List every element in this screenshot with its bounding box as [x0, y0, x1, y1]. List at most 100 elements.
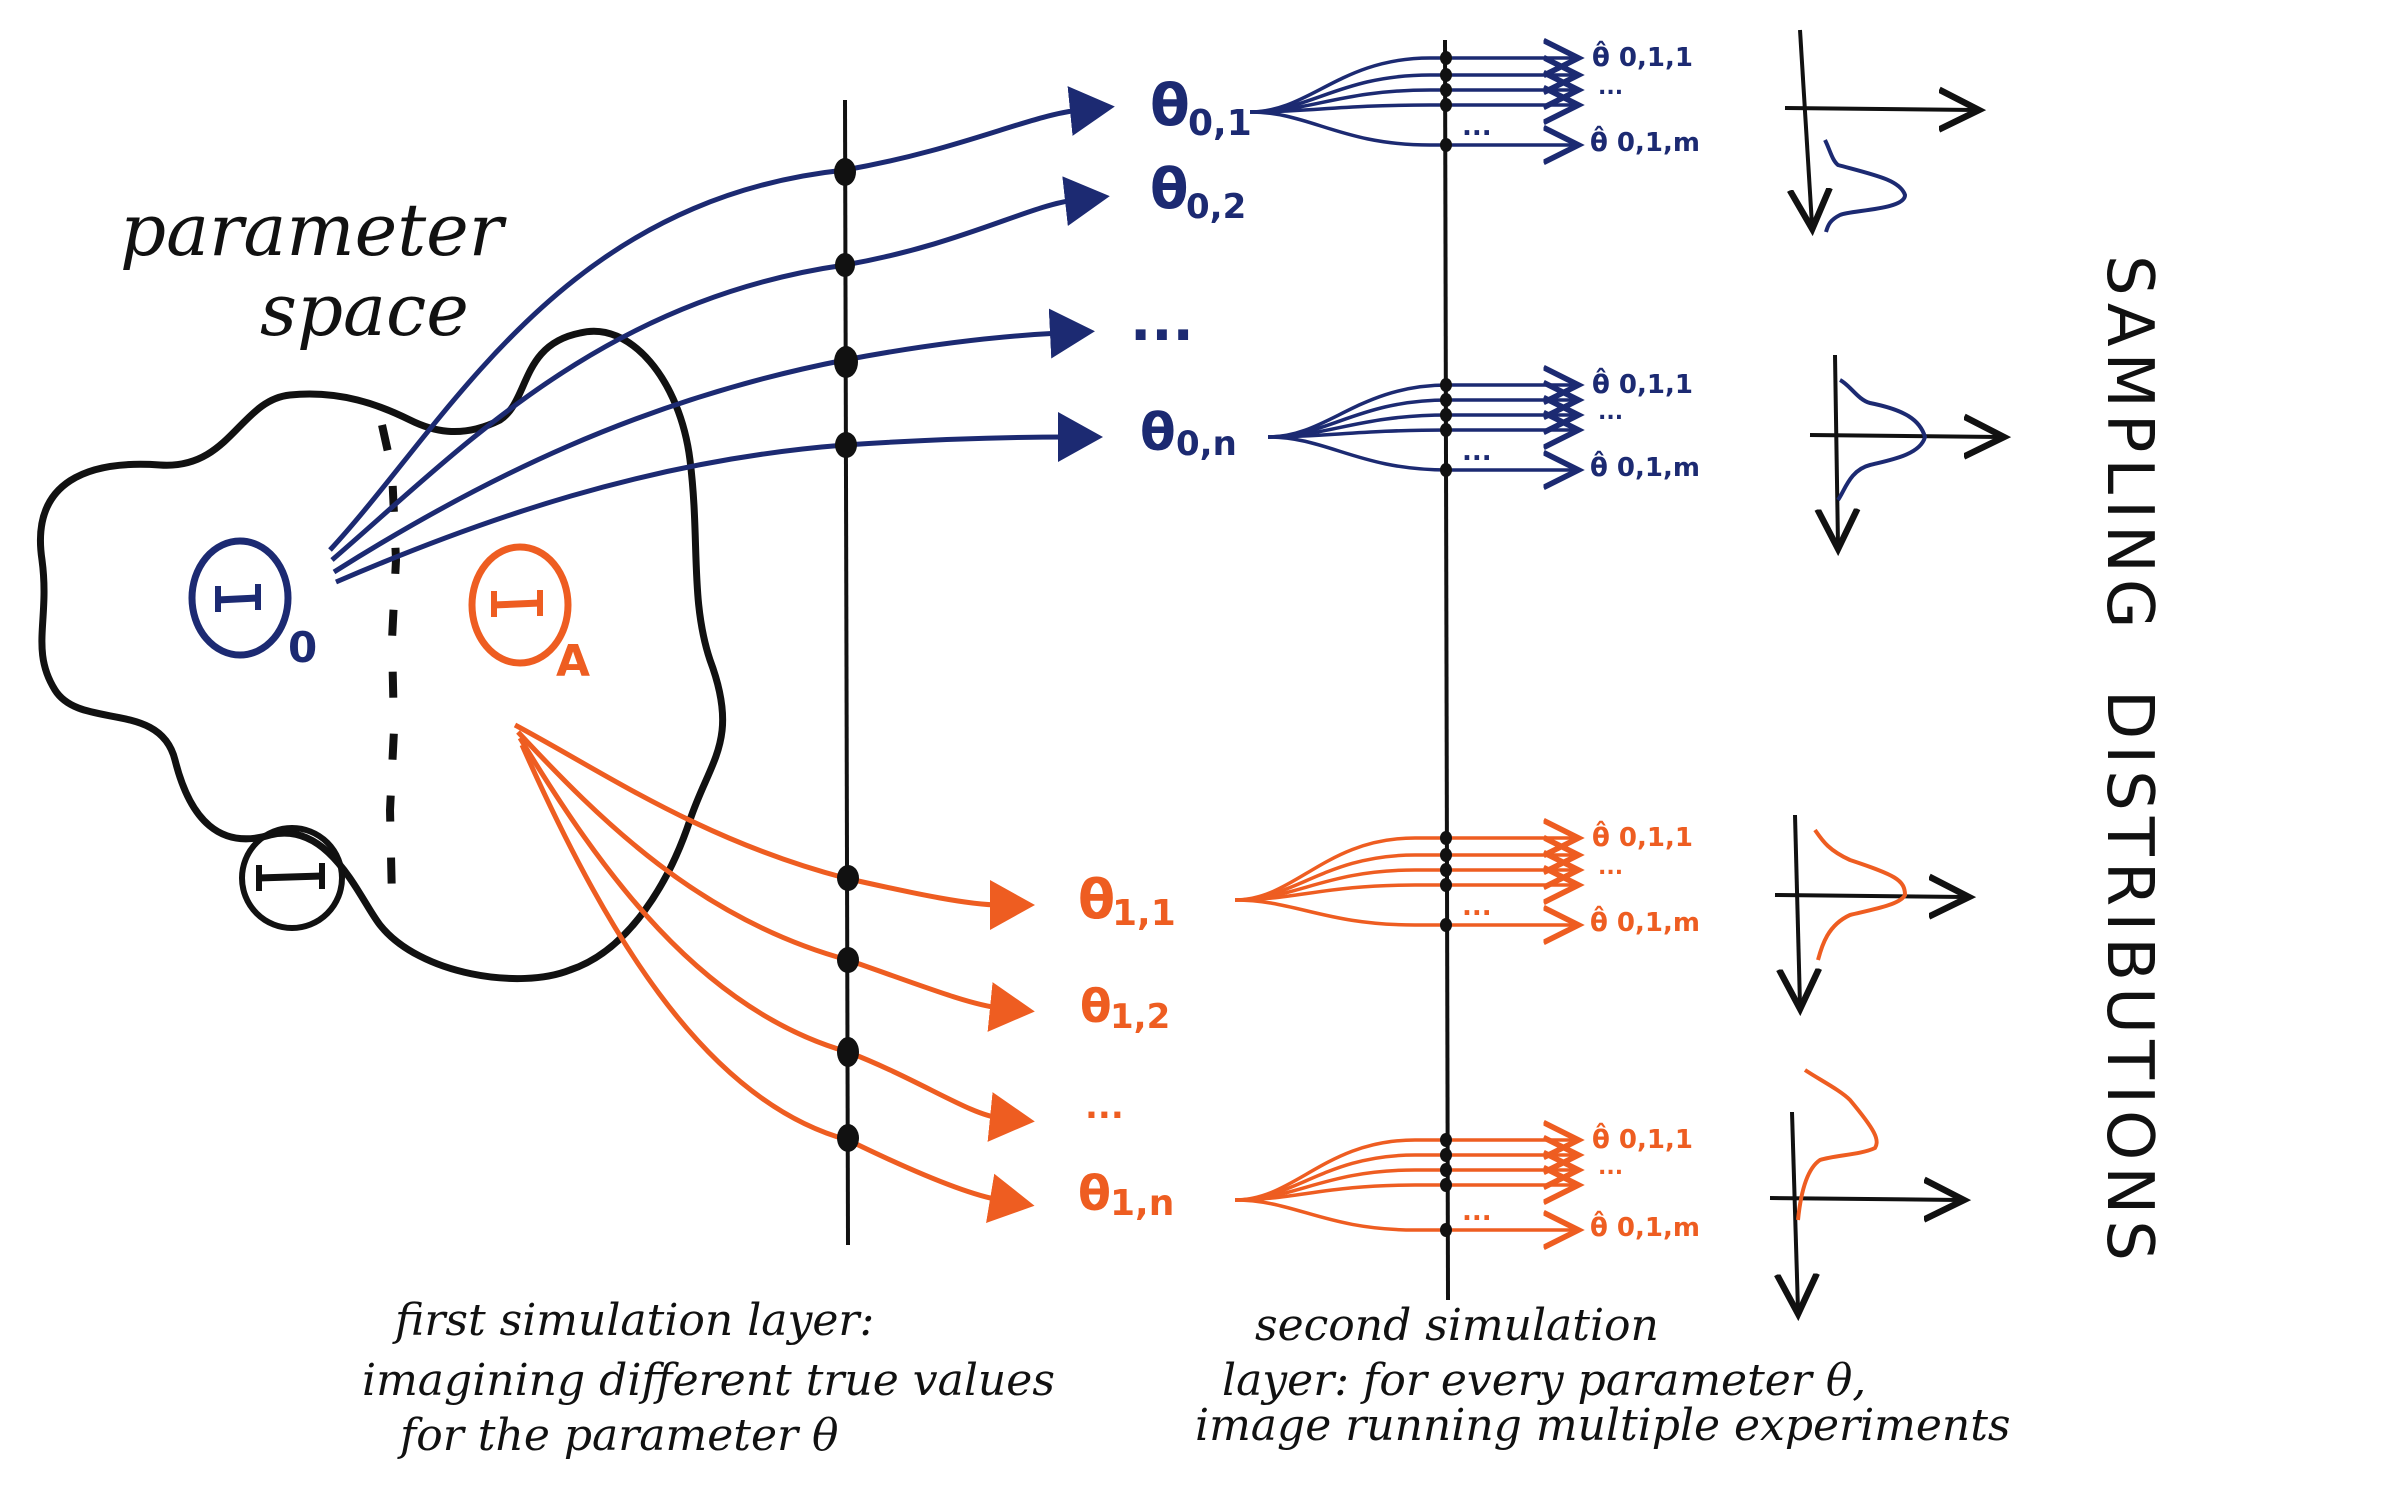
experiment-point [1440, 68, 1452, 82]
experiment-arrow [1234, 1198, 1575, 1230]
first-layer-alt-labels: θ 1,1 θ 1,2 ... θ 1,n [1078, 868, 1176, 1224]
experiment-point [1440, 831, 1452, 845]
parameter-space-line1: parameter [120, 188, 507, 272]
svg-text:first simulation layer:: first simulation layer: [392, 1295, 874, 1346]
alt-fan-arrows [513, 722, 1035, 1224]
svg-text:1,2: 1,2 [1110, 997, 1170, 1037]
parameter-space-line2: space [260, 268, 469, 352]
svg-text:...: ... [1085, 1087, 1124, 1127]
label-theta-1-ellipsis: ... [1085, 1087, 1124, 1127]
experiment-fan-alt-2: θ̂ 0,1,1... θ̂ 0,1,m... [1234, 1121, 1700, 1243]
experiment-arrow [1234, 1185, 1575, 1200]
svg-text:second simulation: second simulation [1255, 1300, 1659, 1351]
svg-text:1,1: 1,1 [1112, 893, 1176, 934]
svg-text:for the parameter θ: for the parameter θ [397, 1410, 839, 1461]
estimate-last-label: θ̂ 0,1,m [1590, 904, 1700, 938]
theta-alt-symbol: A [468, 543, 590, 687]
svg-text:imagining different true value: imagining different true values [362, 1355, 1055, 1406]
experiment-fan-null-1: θ̂ 0,1,1... θ̂ 0,1,m... [1249, 39, 1700, 158]
null-fan-arrows [328, 86, 1115, 585]
svg-text:0,1: 0,1 [1188, 103, 1252, 144]
estimate-first-label: θ̂ 0,1,1 [1592, 1121, 1693, 1155]
experiment-point [1440, 863, 1452, 877]
theta-null-symbol: 0 [188, 537, 317, 672]
estimate-last-label: θ̂ 0,1,m [1590, 449, 1700, 483]
svg-text:θ: θ [1150, 71, 1190, 139]
estimate-ellipsis: ... [1598, 75, 1623, 100]
theta-null-subscript: 0 [288, 623, 317, 672]
experiment-arrow [1267, 430, 1575, 437]
distributions-title: DISTRIBUTIONS [2092, 690, 2166, 1267]
svg-text:θ: θ [1080, 979, 1112, 1033]
experiment-fan-alt-1: θ̂ 0,1,1... θ̂ 0,1,m... [1234, 819, 1700, 938]
estimate-more-dots: ... [1462, 892, 1492, 922]
experiment-point [1440, 463, 1452, 477]
label-theta-1-1: θ 1,1 [1078, 868, 1176, 934]
theta-other-symbol [239, 825, 345, 931]
svg-text:θ: θ [1078, 868, 1115, 931]
experiment-point [1440, 918, 1452, 932]
experiment-point [1440, 848, 1452, 862]
sampling-plots [1769, 29, 2000, 1310]
estimate-ellipsis: ... [1598, 1155, 1623, 1180]
svg-text:θ: θ [1150, 157, 1188, 222]
estimate-more-dots: ... [1462, 112, 1492, 142]
estimate-more-dots: ... [1462, 437, 1492, 467]
second-layer-axis [1443, 39, 1450, 1301]
svg-text:layer: for every parameter θ,: layer: for every parameter θ, [1222, 1355, 1866, 1406]
first-layer-caption: first simulation layer: imagining differ… [362, 1295, 1055, 1461]
dist-plot-alt-1 [1774, 814, 1965, 1005]
estimate-more-dots: ... [1462, 1197, 1492, 1227]
experiment-point [1440, 83, 1452, 97]
experiment-arrow [1234, 898, 1575, 925]
svg-text:θ: θ [1078, 1166, 1111, 1222]
estimate-first-label: θ̂ 0,1,1 [1592, 819, 1693, 853]
estimate-first-label: θ̂ 0,1,1 [1592, 39, 1693, 73]
label-theta-0-ellipsis: ... [1130, 289, 1194, 354]
label-theta-0-1: θ 0,1 [1150, 71, 1252, 144]
experiment-point [1440, 878, 1452, 892]
experiment-point [1440, 1163, 1452, 1177]
dist-plot-null-2 [1809, 354, 2000, 545]
svg-text:θ: θ [1140, 403, 1176, 463]
experiment-arrow [1267, 435, 1575, 470]
experiment-arrow [1249, 110, 1575, 145]
dist-plot-null-1 [1784, 29, 1975, 232]
label-theta-0-n: θ 0,n [1140, 403, 1237, 464]
label-theta-1-2: θ 1,2 [1080, 979, 1170, 1037]
estimate-first-label: θ̂ 0,1,1 [1592, 366, 1693, 400]
experiment-point [1440, 423, 1452, 437]
svg-text:0,2: 0,2 [1186, 187, 1246, 227]
estimate-last-label: θ̂ 0,1,m [1590, 124, 1700, 158]
svg-text:1,n: 1,n [1110, 1183, 1174, 1224]
experiment-point [1440, 1133, 1452, 1147]
experiment-arrow [1234, 885, 1575, 900]
first-layer-points [834, 158, 859, 1152]
second-layer-caption: second simulation layer: for every param… [1195, 1300, 2011, 1451]
svg-text:0,n: 0,n [1176, 424, 1237, 464]
experiment-point [1440, 1178, 1452, 1192]
first-layer-null-labels: θ 0,1 θ 0,2 ... θ 0,n [1130, 71, 1252, 464]
estimate-last-label: θ̂ 0,1,m [1590, 1209, 1700, 1243]
dist-plot-alt-2 [1769, 1068, 1960, 1310]
experiment-fan-null-2: θ̂ 0,1,1... θ̂ 0,1,m... [1267, 366, 1700, 483]
estimate-ellipsis: ... [1598, 400, 1623, 425]
experiment-point [1440, 1223, 1452, 1237]
parameter-space-blob [37, 327, 727, 983]
sampling-title: SAMPLING [2092, 255, 2166, 634]
estimate-ellipsis: ... [1598, 855, 1623, 880]
label-theta-0-2: θ 0,2 [1150, 157, 1246, 227]
experiment-point [1440, 408, 1452, 422]
experiment-point [1440, 1148, 1452, 1162]
parameter-space-title: parameter space [120, 188, 507, 352]
label-theta-1-n: θ 1,n [1078, 1166, 1174, 1224]
theta-alt-subscript: A [556, 636, 590, 687]
experiment-point [1440, 98, 1452, 112]
experiment-point [1440, 393, 1452, 407]
experiment-point [1440, 378, 1452, 392]
experiment-point [1440, 138, 1452, 152]
experiment-point [1440, 51, 1452, 65]
svg-text:...: ... [1130, 289, 1194, 354]
